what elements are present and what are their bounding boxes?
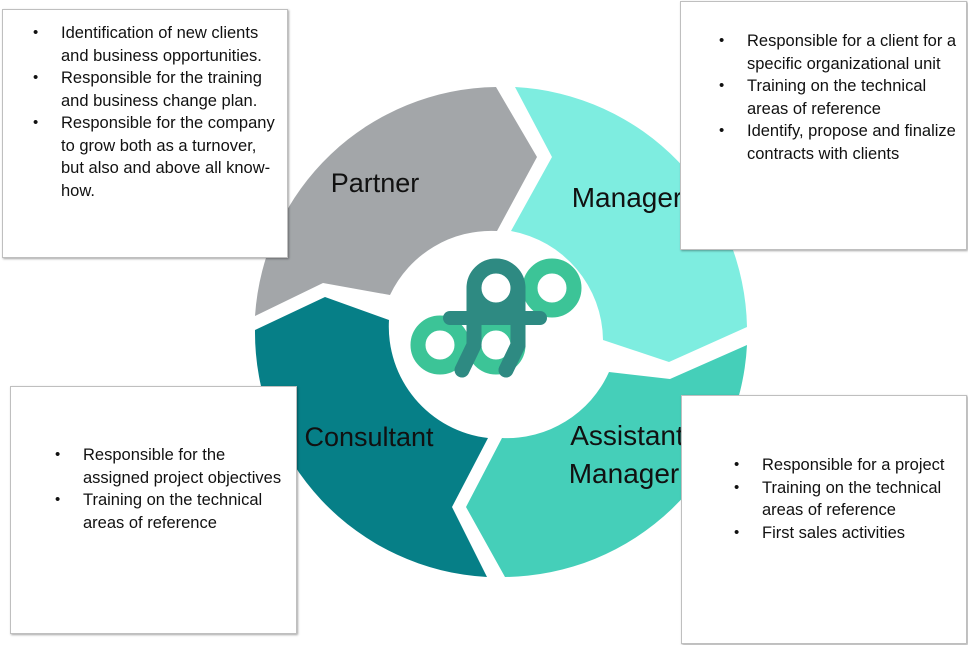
list-item: Responsible for a project (734, 454, 958, 477)
list-item: Responsible for the assigned project obj… (55, 444, 288, 489)
assistant-manager-label-line2: Manager (569, 458, 680, 489)
list-item: Responsible for the training and busines… (33, 67, 279, 112)
list-item: First sales activities (734, 522, 958, 545)
list-item: Responsible for a client for a specific … (719, 30, 958, 75)
logo-loop-left (410, 315, 470, 375)
assistant-manager-segment (466, 345, 747, 577)
consultant-label: Consultant (304, 422, 434, 452)
logo-loop-right (522, 258, 582, 318)
partner-label: Partner (331, 168, 420, 198)
list-item: Identify, propose and finalize contracts… (719, 120, 958, 165)
manager-responsibilities-list: Responsible for a client for a specific … (719, 30, 958, 165)
consultant-description-box: Responsible for the assigned project obj… (10, 386, 297, 634)
consultant-responsibilities-list: Responsible for the assigned project obj… (55, 444, 288, 534)
list-item: Responsible for the company to grow both… (33, 112, 279, 202)
manager-segment (511, 87, 747, 362)
list-item: Identification of new clients and busine… (33, 22, 279, 67)
assistant-manager-responsibilities-list: Responsible for a project Training on th… (734, 454, 958, 544)
manager-description-box: Responsible for a client for a specific … (680, 1, 967, 250)
manager-label: Manager (572, 182, 683, 213)
list-item: Training on the technical areas of refer… (55, 489, 288, 534)
logo-stem-left (454, 280, 482, 378)
partner-description-box: Identification of new clients and busine… (2, 9, 288, 258)
logo-stem-right (498, 280, 526, 378)
list-item: Training on the technical areas of refer… (734, 477, 958, 522)
assistant-manager-label-line1: Assistant (570, 420, 684, 451)
consultant-segment (254, 297, 488, 577)
partner-segment (255, 87, 537, 316)
company-logo (410, 258, 582, 378)
assistant-manager-description-box: Responsible for a project Training on th… (681, 395, 967, 644)
partner-responsibilities-list: Identification of new clients and busine… (33, 22, 279, 202)
list-item: Training on the technical areas of refer… (719, 75, 958, 120)
